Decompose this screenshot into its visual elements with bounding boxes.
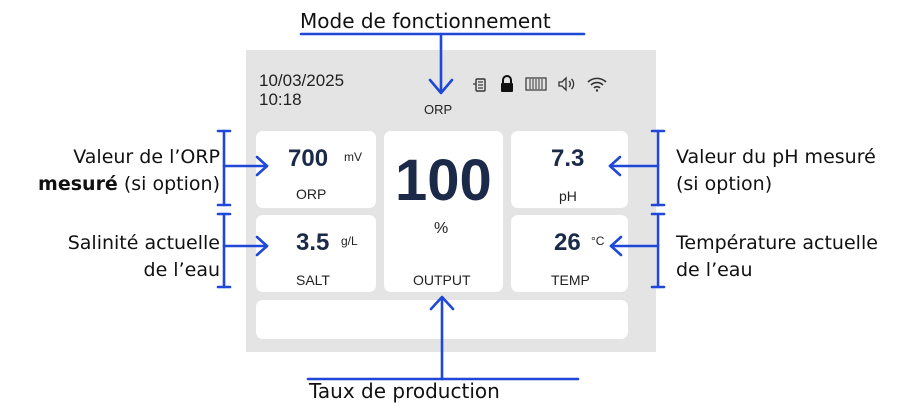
ph-value: 7.3: [551, 145, 585, 172]
temp-annotation-line2: de l’eau: [676, 259, 753, 281]
speaker-icon: [557, 76, 577, 97]
orp-card: 700 mV ORP: [256, 131, 376, 208]
mode-arrow-head: [428, 78, 454, 95]
ph-arrow-head: [608, 155, 622, 177]
temp-label: TEMP: [551, 272, 590, 288]
orp-annotation-option: (si option): [117, 173, 220, 195]
orp-annotation: Valeur de l’ORP mesuré (si option): [38, 144, 220, 198]
orp-value: 700: [288, 145, 329, 172]
orp-unit: mV: [344, 150, 362, 164]
cell-icon: [525, 76, 547, 97]
output-label: OUTPUT: [413, 272, 471, 288]
salt-label: SALT: [296, 272, 330, 288]
output-unit: %: [434, 220, 449, 237]
mode-value: ORP: [424, 102, 453, 117]
orp-annotation-line2: mesuré (si option): [38, 171, 220, 198]
electrolysis-icon: [472, 76, 489, 98]
datetime: 10/03/2025 10:18: [259, 71, 344, 109]
ph-annotation: Valeur du pH mesuré (si option): [676, 144, 876, 198]
salt-annotation-line1: Salinité actuelle: [67, 232, 220, 254]
ph-annotation-line1: Valeur du pH mesuré: [676, 146, 876, 168]
ph-card: 7.3 pH: [511, 131, 628, 208]
wifi-icon: [587, 76, 607, 97]
orp-label: ORP: [296, 186, 327, 202]
salt-card: 3.5 g/L SALT: [256, 215, 376, 292]
date: 10/03/2025: [259, 71, 345, 90]
output-arrow-head: [429, 295, 455, 311]
operating-mode-label: Mode de fonctionnement: [300, 9, 551, 33]
output-value: 100: [395, 148, 492, 213]
temp-card: 26 °C TEMP: [511, 215, 628, 292]
time: 10:18: [259, 90, 302, 109]
temp-value: 26: [554, 229, 581, 256]
lock-icon: [499, 75, 515, 98]
salt-unit: g/L: [341, 234, 358, 248]
orp-annotation-line1: Valeur de l’ORP: [73, 146, 220, 168]
salt-annotation: Salinité actuelle de l’eau: [68, 230, 220, 284]
salt-annotation-line2: de l’eau: [143, 259, 220, 281]
temp-annotation: Température actuelle de l’eau: [676, 230, 878, 284]
ph-label: pH: [559, 188, 577, 204]
status-icons: [472, 75, 607, 98]
salt-value: 3.5: [296, 229, 330, 256]
orp-arrow-head: [255, 155, 269, 177]
orp-annotation-bold: mesuré: [38, 173, 118, 195]
ph-annotation-line2: (si option): [676, 173, 773, 195]
production-rate-label: Taux de production: [309, 379, 500, 403]
temp-arrow-head: [609, 235, 623, 257]
output-card: 100 % OUTPUT: [384, 131, 503, 292]
temp-unit: °C: [591, 234, 605, 248]
temp-annotation-line1: Température actuelle: [676, 232, 878, 254]
salt-arrow-head: [255, 235, 269, 257]
